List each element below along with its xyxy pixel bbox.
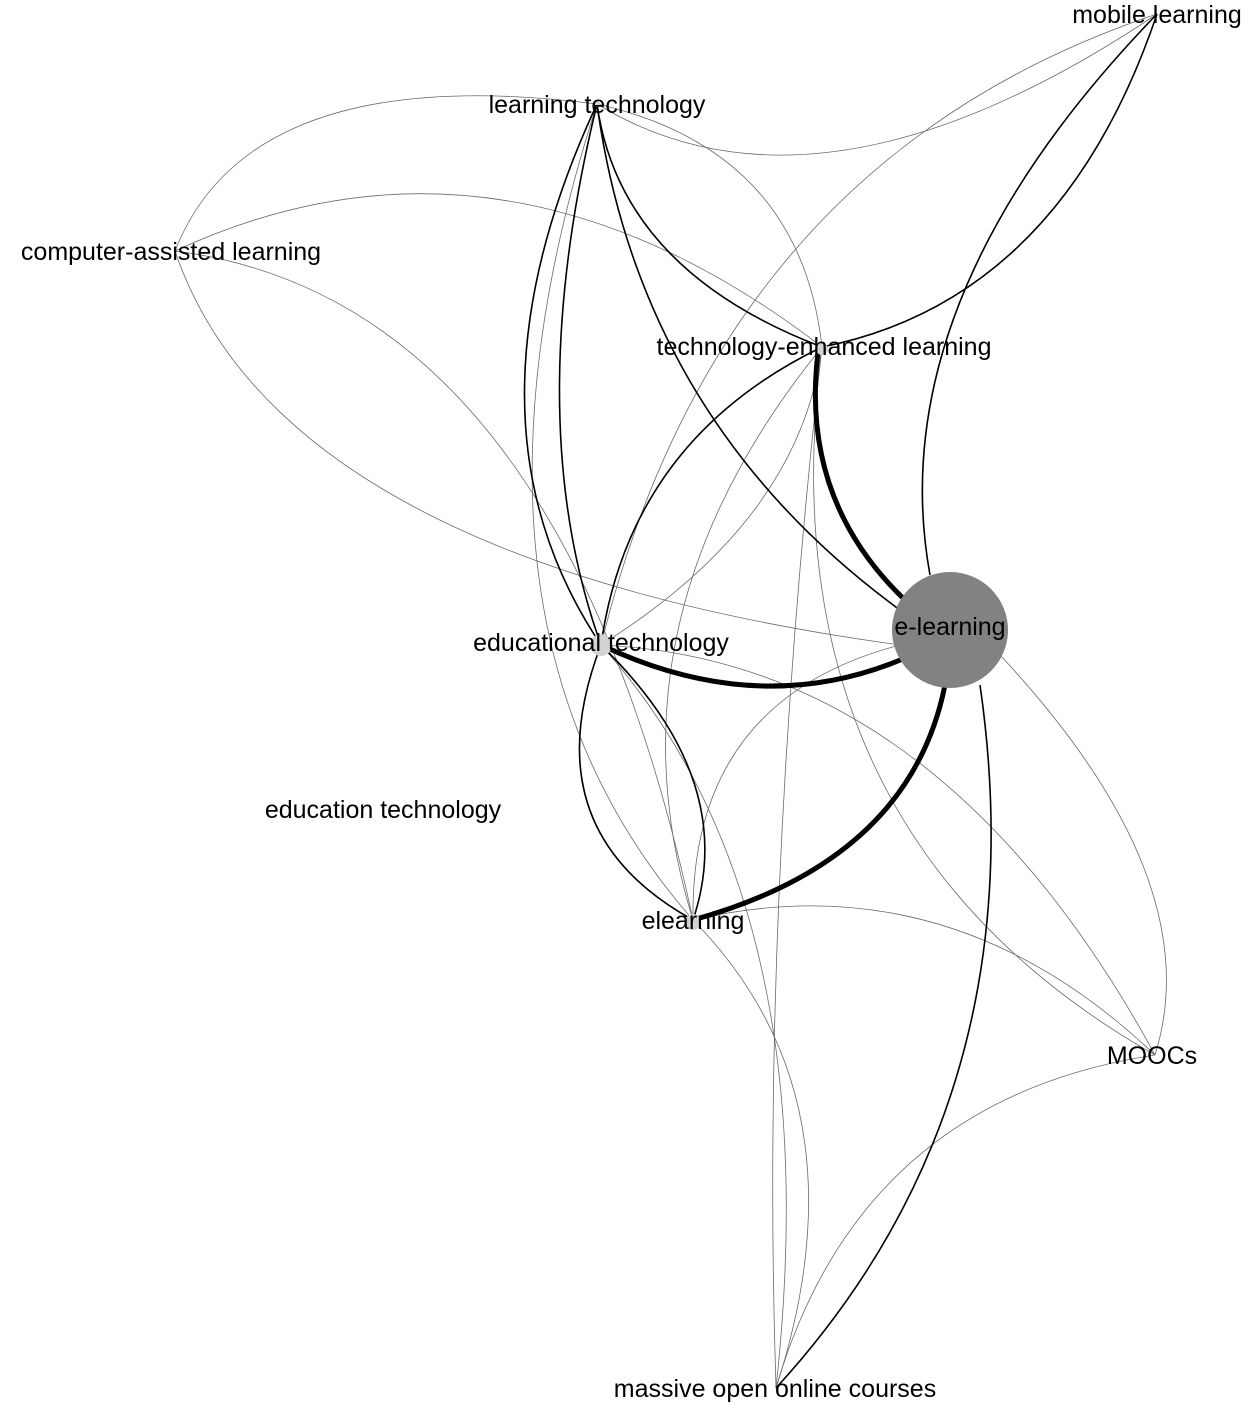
edge-tel-edutech [600, 346, 823, 646]
edges [174, 13, 1167, 1389]
node-technology-enhanced-learning[interactable] [816, 343, 828, 355]
edge-massive-moocs [775, 1054, 1156, 1389]
edge-elearning-moocs [692, 905, 1156, 1056]
node-elearning[interactable] [685, 914, 701, 930]
edge-edutech-elearninghub [599, 642, 906, 689]
node-educational-technology[interactable] [590, 634, 612, 656]
edge-edutech-elearning-a [578, 644, 694, 921]
label-computer-assisted-learning: computer-assisted learning [21, 238, 321, 266]
edge-tel-massive [772, 346, 823, 1389]
label-moocs: MOOCs [1107, 1042, 1197, 1070]
edge-edutech-massive [600, 644, 787, 1389]
edge-elearninghub-massive [775, 684, 992, 1389]
edge-elearning-massive [692, 919, 810, 1389]
edge-cal-elearning-hub [174, 250, 901, 646]
edge-tel-elearninghub [812, 351, 907, 602]
edge-tel-moocs [813, 346, 1156, 1056]
edge-cal-elearning [174, 250, 694, 921]
edge-elearning-elearninghub [692, 684, 948, 923]
edge-mobile-learningtech [596, 13, 1158, 156]
edge-cal-learningtech [174, 95, 598, 252]
edge-learningtech-elearninghub [596, 103, 901, 611]
edge-cal-tel [174, 193, 823, 348]
label-e-learning: e-learning [894, 613, 1005, 641]
edge-tel-elearning [665, 346, 823, 921]
label-educational-technology: educational technology [473, 629, 729, 657]
label-technology-enhanced-learning: technology-enhanced learning [657, 333, 992, 361]
edge-learningtech-tel-thin [596, 103, 823, 348]
node-learning-technology[interactable] [594, 101, 600, 107]
label-elearning: elearning [642, 907, 745, 935]
edge-tel-mobile [821, 13, 1158, 348]
edge-elearninghub-elearning-thin [692, 644, 901, 921]
edge-learningtech-edutech-a [523, 103, 602, 646]
edge-mobile-edutech [600, 13, 1158, 646]
edge-learningtech-elearning [531, 103, 694, 921]
edge-learningtech-tel [596, 103, 823, 348]
labels: mobile learning learning technology comp… [21, 1, 1242, 1403]
label-learning-technology: learning technology [489, 91, 706, 119]
label-mobile-learning: mobile learning [1072, 1, 1242, 29]
edge-learningtech-edutech-b [558, 103, 602, 646]
nodes [590, 101, 1008, 930]
node-e-learning[interactable] [892, 572, 1008, 688]
edge-tel-edutech-thin [600, 346, 823, 646]
edge-edutech-elearning-b [600, 644, 706, 921]
edge-elearninghub-moocs [999, 654, 1167, 1056]
edge-mobile-elearninghub [921, 13, 1158, 576]
label-massive-open-online-courses: massive open online courses [614, 1375, 936, 1403]
edge-edutech-moocs [600, 644, 1156, 1056]
label-education-technology: education technology [265, 796, 502, 824]
